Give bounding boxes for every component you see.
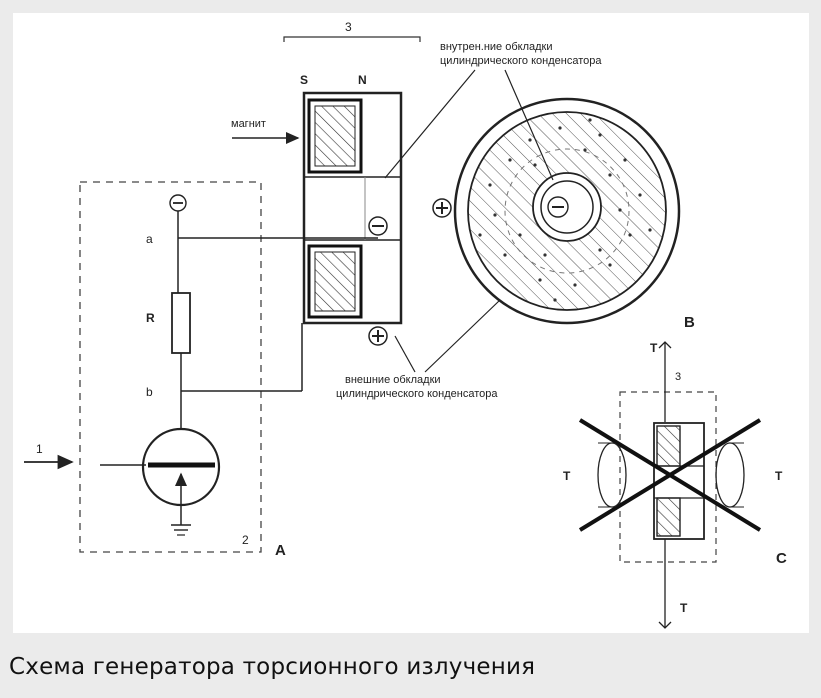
minus-terminal-icon xyxy=(368,216,388,236)
figure-caption: Схема генератора торсионного излучения xyxy=(9,654,536,680)
inner-plates-label-1: внутрен.ние обкладки xyxy=(440,41,552,53)
figure-c-label: C xyxy=(776,550,787,567)
node-a-label: a xyxy=(146,232,153,246)
t-right-label: T xyxy=(775,469,783,483)
magnet-assembly xyxy=(302,91,403,325)
t-left-label: T xyxy=(563,469,571,483)
top-bracket xyxy=(283,36,421,42)
input-label: 1 xyxy=(36,442,43,456)
pointer-lines xyxy=(384,69,554,373)
resistor xyxy=(171,292,191,354)
cylindrical-capacitor xyxy=(453,97,681,325)
t-top-label: T xyxy=(650,341,658,355)
figure-c xyxy=(578,341,762,629)
plus-capacitor-icon xyxy=(432,198,452,218)
outer-plates-label-2: цилиндрического конденсатора xyxy=(336,388,498,400)
magnet-label: магнит xyxy=(231,118,266,130)
resistor-label: R xyxy=(146,311,155,325)
plus-terminal-icon xyxy=(368,326,388,346)
figure-a-label: A xyxy=(275,542,286,559)
circuit-a xyxy=(79,181,378,553)
pole-n-label: N xyxy=(358,73,367,87)
figure-b-label: B xyxy=(684,314,695,331)
outer-plates-label-1: внешние обкладки xyxy=(345,374,441,386)
t-bottom-label: T xyxy=(680,601,688,615)
c-number-label: 3 xyxy=(675,371,681,383)
box-number-label: 2 xyxy=(242,533,249,547)
pole-s-label: S xyxy=(300,73,308,87)
node-b-label: b xyxy=(146,385,153,399)
bracket-label: 3 xyxy=(345,20,352,34)
inner-plates-label-2: цилиндрического конденсатора xyxy=(440,55,602,67)
